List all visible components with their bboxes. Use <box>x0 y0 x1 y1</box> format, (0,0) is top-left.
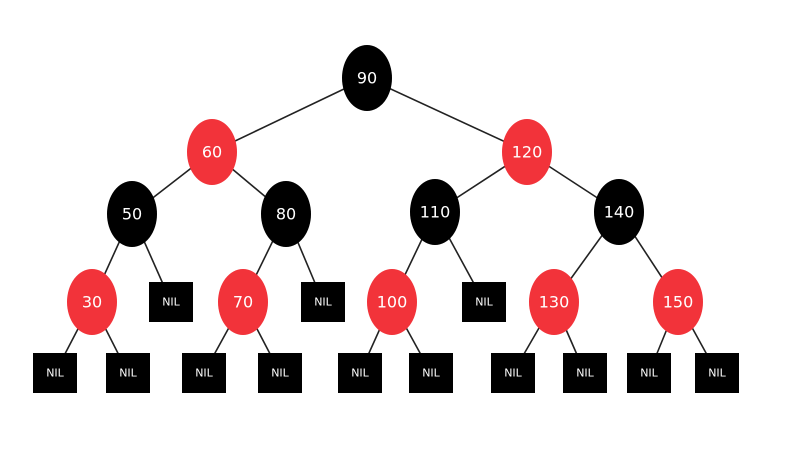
nil-label: NIL <box>195 367 213 380</box>
nil-box <box>338 353 382 393</box>
tree-node-150: 150 <box>653 269 703 335</box>
tree-node-30: 30 <box>67 269 117 335</box>
node-value-label: 80 <box>276 205 296 224</box>
red-node-circle <box>187 119 237 185</box>
nil-box <box>462 282 506 322</box>
nil-leaf-node: NIL <box>149 282 193 322</box>
red-node-circle <box>529 269 579 335</box>
node-value-label: 60 <box>202 143 222 162</box>
red-node-circle <box>367 269 417 335</box>
node-value-label: 100 <box>377 293 408 312</box>
nil-leaf-node: NIL <box>338 353 382 393</box>
tree-node-70: 70 <box>218 269 268 335</box>
node-value-label: 150 <box>663 293 694 312</box>
nil-leaf-node: NIL <box>627 353 671 393</box>
nil-leaf-node: NIL <box>695 353 739 393</box>
nil-leaf-node: NIL <box>409 353 453 393</box>
edge-n90-n60 <box>211 77 368 153</box>
node-value-label: 30 <box>82 293 102 312</box>
nil-label: NIL <box>119 367 137 380</box>
tree-node-130: 130 <box>529 269 579 335</box>
nil-box <box>627 353 671 393</box>
nil-box <box>149 282 193 322</box>
tree-node-80: 80 <box>261 181 311 247</box>
nil-label: NIL <box>708 367 726 380</box>
tree-node-50: 50 <box>107 181 157 247</box>
nil-box <box>33 353 77 393</box>
nil-box <box>258 353 302 393</box>
nil-leaf-node: NIL <box>182 353 226 393</box>
node-value-label: 130 <box>539 293 570 312</box>
tree-node-140: 140 <box>594 179 644 245</box>
nil-label: NIL <box>351 367 369 380</box>
nil-leaf-node: NIL <box>258 353 302 393</box>
node-value-label: 140 <box>604 203 635 222</box>
nil-leaf-node: NIL <box>106 353 150 393</box>
nil-box <box>301 282 345 322</box>
node-value-label: 90 <box>357 69 377 88</box>
nil-leaf-node: NIL <box>462 282 506 322</box>
black-node-circle <box>342 45 392 111</box>
node-value-label: 50 <box>122 205 142 224</box>
edge-n90-n120 <box>366 77 528 153</box>
nil-label: NIL <box>46 367 64 380</box>
node-value-label: 120 <box>512 143 543 162</box>
nil-label: NIL <box>162 296 180 309</box>
red-node-circle <box>67 269 117 335</box>
nil-label: NIL <box>475 296 493 309</box>
red-node-circle <box>502 119 552 185</box>
tree-node-110: 110 <box>410 179 460 245</box>
nil-leaf-node: NIL <box>301 282 345 322</box>
nil-box <box>695 353 739 393</box>
nil-label: NIL <box>271 367 289 380</box>
tree-node-100: 100 <box>367 269 417 335</box>
black-node-circle <box>594 179 644 245</box>
nil-label: NIL <box>314 296 332 309</box>
black-node-circle <box>107 181 157 247</box>
node-value-label: 110 <box>420 203 451 222</box>
tree-node-90: 90 <box>342 45 392 111</box>
nil-leaf-node: NIL <box>33 353 77 393</box>
nil-box <box>563 353 607 393</box>
tree-node-60: 60 <box>187 119 237 185</box>
nil-box <box>409 353 453 393</box>
nil-label: NIL <box>640 367 658 380</box>
nil-leaf-node: NIL <box>563 353 607 393</box>
tree-node-120: 120 <box>502 119 552 185</box>
black-node-circle <box>410 179 460 245</box>
nil-leaf-node: NIL <box>491 353 535 393</box>
nil-label: NIL <box>422 367 440 380</box>
red-node-circle <box>653 269 703 335</box>
nil-box <box>491 353 535 393</box>
black-node-circle <box>261 181 311 247</box>
nil-label: NIL <box>576 367 594 380</box>
nil-label: NIL <box>504 367 522 380</box>
nil-box <box>182 353 226 393</box>
red-node-circle <box>218 269 268 335</box>
node-value-label: 70 <box>233 293 253 312</box>
nil-box <box>106 353 150 393</box>
